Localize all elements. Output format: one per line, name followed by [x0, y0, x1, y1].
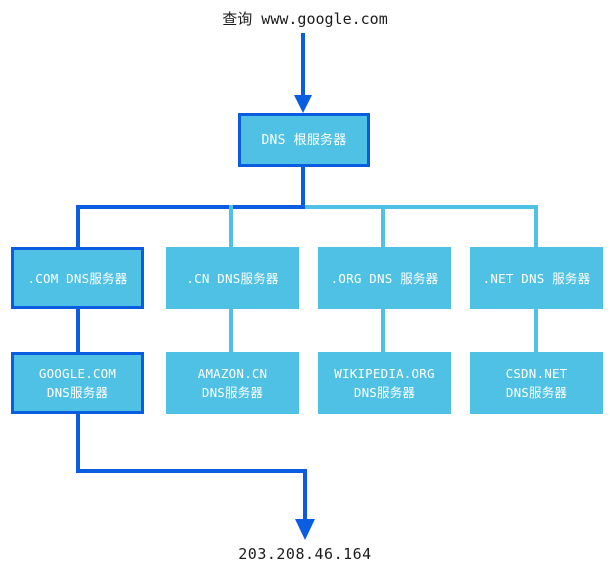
query-arrow: [294, 33, 312, 113]
node-label-line2: DNS服务器: [505, 385, 568, 400]
node-label-line1: GOOGLE.COM: [38, 366, 117, 381]
node-label: .CN DNS服务器: [186, 270, 279, 286]
query-label: 查询 www.google.com: [222, 10, 388, 28]
node-label-line1: AMAZON.CN: [197, 366, 268, 381]
node-amazon-cn-dns-server[interactable]: AMAZON.CN DNS服务器: [166, 352, 299, 414]
node-wikipedia-org-dns-server[interactable]: WIKIPEDIA.ORG DNS服务器: [318, 352, 451, 414]
node-com-dns-server[interactable]: .COM DNS服务器: [11, 247, 144, 309]
node-label: .NET DNS 服务器: [482, 270, 591, 286]
node-google-com-dns-server[interactable]: GOOGLE.COM DNS服务器: [11, 352, 144, 414]
node-org-dns-server[interactable]: .ORG DNS 服务器: [318, 247, 451, 309]
node-label-line2: DNS服务器: [46, 385, 109, 400]
node-label-line1: CSDN.NET: [505, 366, 568, 381]
node-label-line1: WIKIPEDIA.ORG: [334, 366, 435, 381]
node-label: .COM DNS服务器: [27, 270, 128, 286]
node-label: DNS 根服务器: [261, 132, 347, 148]
node-label: .ORG DNS 服务器: [330, 270, 439, 286]
node-label-line2: DNS服务器: [201, 385, 264, 400]
node-label-line2: DNS服务器: [353, 385, 416, 400]
result-arrow-path: [76, 412, 315, 540]
node-csdn-net-dns-server[interactable]: CSDN.NET DNS服务器: [470, 352, 603, 414]
node-dns-root-server[interactable]: DNS 根服务器: [238, 113, 370, 167]
node-cn-dns-server[interactable]: .CN DNS服务器: [166, 247, 299, 309]
node-net-dns-server[interactable]: .NET DNS 服务器: [470, 247, 603, 309]
result-ip-label: 203.208.46.164: [238, 545, 372, 563]
